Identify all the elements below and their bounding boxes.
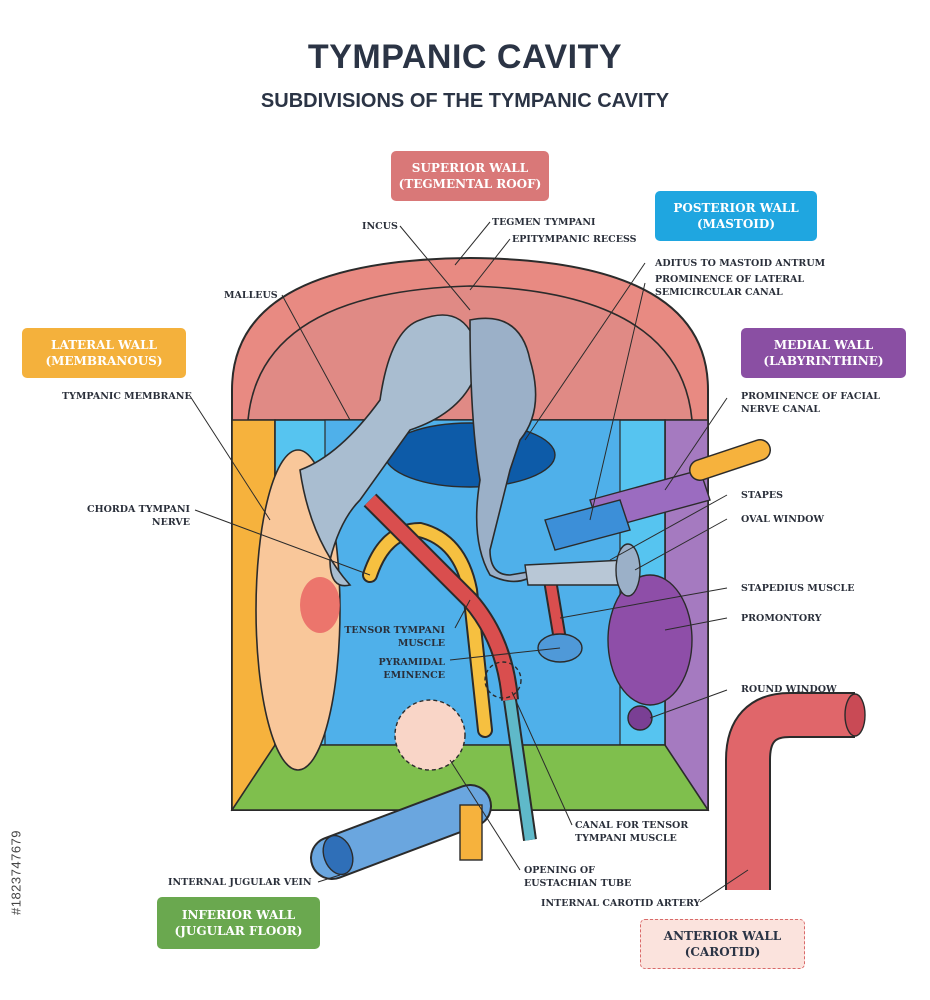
label-pyramidal-1: PYRAMIDAL (378, 657, 445, 668)
label-stapedius-muscle: STAPEDIUS MUSCLE (741, 583, 855, 594)
label-canal-tensor-1: CANAL FOR TENSOR (575, 820, 689, 831)
inferior-wall-line1: INFERIOR WALL (181, 908, 296, 922)
lateral-wall-box: LATERAL WALL (MEMBRANOUS) (22, 328, 186, 378)
medial-wall-line1: MEDIAL WALL (773, 338, 874, 352)
posterior-wall-line2: (MASTOID) (696, 217, 776, 231)
label-eustachian: OPENING OF EUSTACHIAN TUBE (524, 864, 631, 890)
label-incus: INCUS (362, 221, 398, 232)
anterior-wall-line1: ANTERIOR WALL (663, 929, 782, 943)
label-canal-tensor: CANAL FOR TENSOR TYMPANI MUSCLE (575, 819, 688, 845)
side-id-label: #182374767​9 (8, 829, 24, 916)
page-subtitle: SUBDIVISIONS OF THE TYMPANIC CAVITY (260, 90, 670, 112)
label-aditus: ADITUS TO MASTOID ANTRUM (655, 258, 826, 269)
eustachian-opening (394, 699, 466, 771)
label-promontory: PROMONTORY (741, 613, 822, 624)
label-facial-canal-2: NERVE CANAL (741, 404, 821, 415)
canal-tensor-opening (484, 661, 522, 699)
label-pyramidal-2: EMINENCE (383, 670, 445, 681)
label-lateral-canal-2: SEMICIRCULAR CANAL (655, 287, 783, 298)
label-canal-tensor-2: TYMPANI MUSCLE (575, 833, 677, 844)
label-tensor-tympani: TENSOR TYMPANI MUSCLE (335, 624, 445, 650)
medial-wall-line2: (LABYRINTHINE) (763, 354, 884, 368)
side-id-text: #182374767​9 (6, 760, 26, 990)
label-chorda-tympani: CHORDA TYMPANI NERVE (80, 503, 190, 529)
label-malleus: MALLEUS (224, 290, 278, 301)
posterior-wall-box: POSTERIOR WALL (MASTOID) (655, 191, 817, 241)
label-chorda-2: NERVE (151, 517, 190, 528)
anterior-wall-line2: (CAROTID) (684, 945, 761, 959)
lateral-wall-line2: (MEMBRANOUS) (45, 354, 163, 368)
label-facial-canal: PROMINENCE OF FACIAL NERVE CANAL (741, 390, 880, 416)
inferior-wall-line2: (JUGULAR FLOOR) (174, 924, 303, 938)
label-round-window: ROUND WINDOW (741, 684, 837, 695)
promontory (607, 574, 693, 706)
inferior-wall-box: INFERIOR WALL (JUGULAR FLOOR) (157, 897, 320, 949)
superior-wall-line1: SUPERIOR WALL (411, 161, 529, 175)
label-chorda-1: CHORDA TYMPANI (87, 504, 190, 515)
label-tensor-1: TENSOR TYMPANI (344, 625, 445, 636)
oval-window (615, 543, 641, 597)
round-window (627, 705, 653, 731)
medial-wall-box: MEDIAL WALL (LABYRINTHINE) (741, 328, 906, 378)
label-eustachian-1: OPENING OF (524, 865, 595, 876)
page-title: TYMPANIC CAVITY (307, 38, 623, 76)
anterior-wall-box: ANTERIOR WALL (CAROTID) (640, 919, 805, 969)
label-lateral-canal: PROMINENCE OF LATERAL SEMICIRCULAR CANAL (655, 273, 804, 299)
superior-wall-box: SUPERIOR WALL (TEGMENTAL ROOF) (391, 151, 549, 201)
label-carotid-artery: INTERNAL CAROTID ARTERY (541, 898, 701, 909)
label-epitympanic-recess: EPITYMPANIC RECESS (512, 234, 637, 245)
label-tensor-2: MUSCLE (397, 638, 445, 649)
label-tympanic-membrane: TYMPANIC MEMBRANE (62, 391, 192, 402)
stapes (524, 559, 629, 586)
label-pyramidal-eminence: PYRAMIDAL EMINENCE (335, 656, 445, 682)
lateral-wall-line1: LATERAL WALL (51, 338, 157, 352)
jugular-floor-tube (459, 804, 483, 861)
label-tegmen-tympani: TEGMEN TYMPANI (492, 217, 596, 228)
posterior-wall-line1: POSTERIOR WALL (673, 201, 799, 215)
lateral-canal (544, 499, 631, 551)
jugular-floor (230, 744, 710, 811)
leader-lines (189, 221, 749, 903)
label-stapes: STAPES (741, 490, 784, 501)
superior-wall-line2: (TEGMENTAL ROOF) (398, 177, 542, 191)
label-oval-window: OVAL WINDOW (741, 514, 825, 525)
label-eustachian-2: EUSTACHIAN TUBE (524, 878, 632, 889)
label-lateral-canal-1: PROMINENCE OF LATERAL (655, 274, 805, 285)
label-facial-canal-1: PROMINENCE OF FACIAL (741, 391, 880, 402)
label-jugular-vein: INTERNAL JUGULAR VEIN (168, 877, 312, 888)
